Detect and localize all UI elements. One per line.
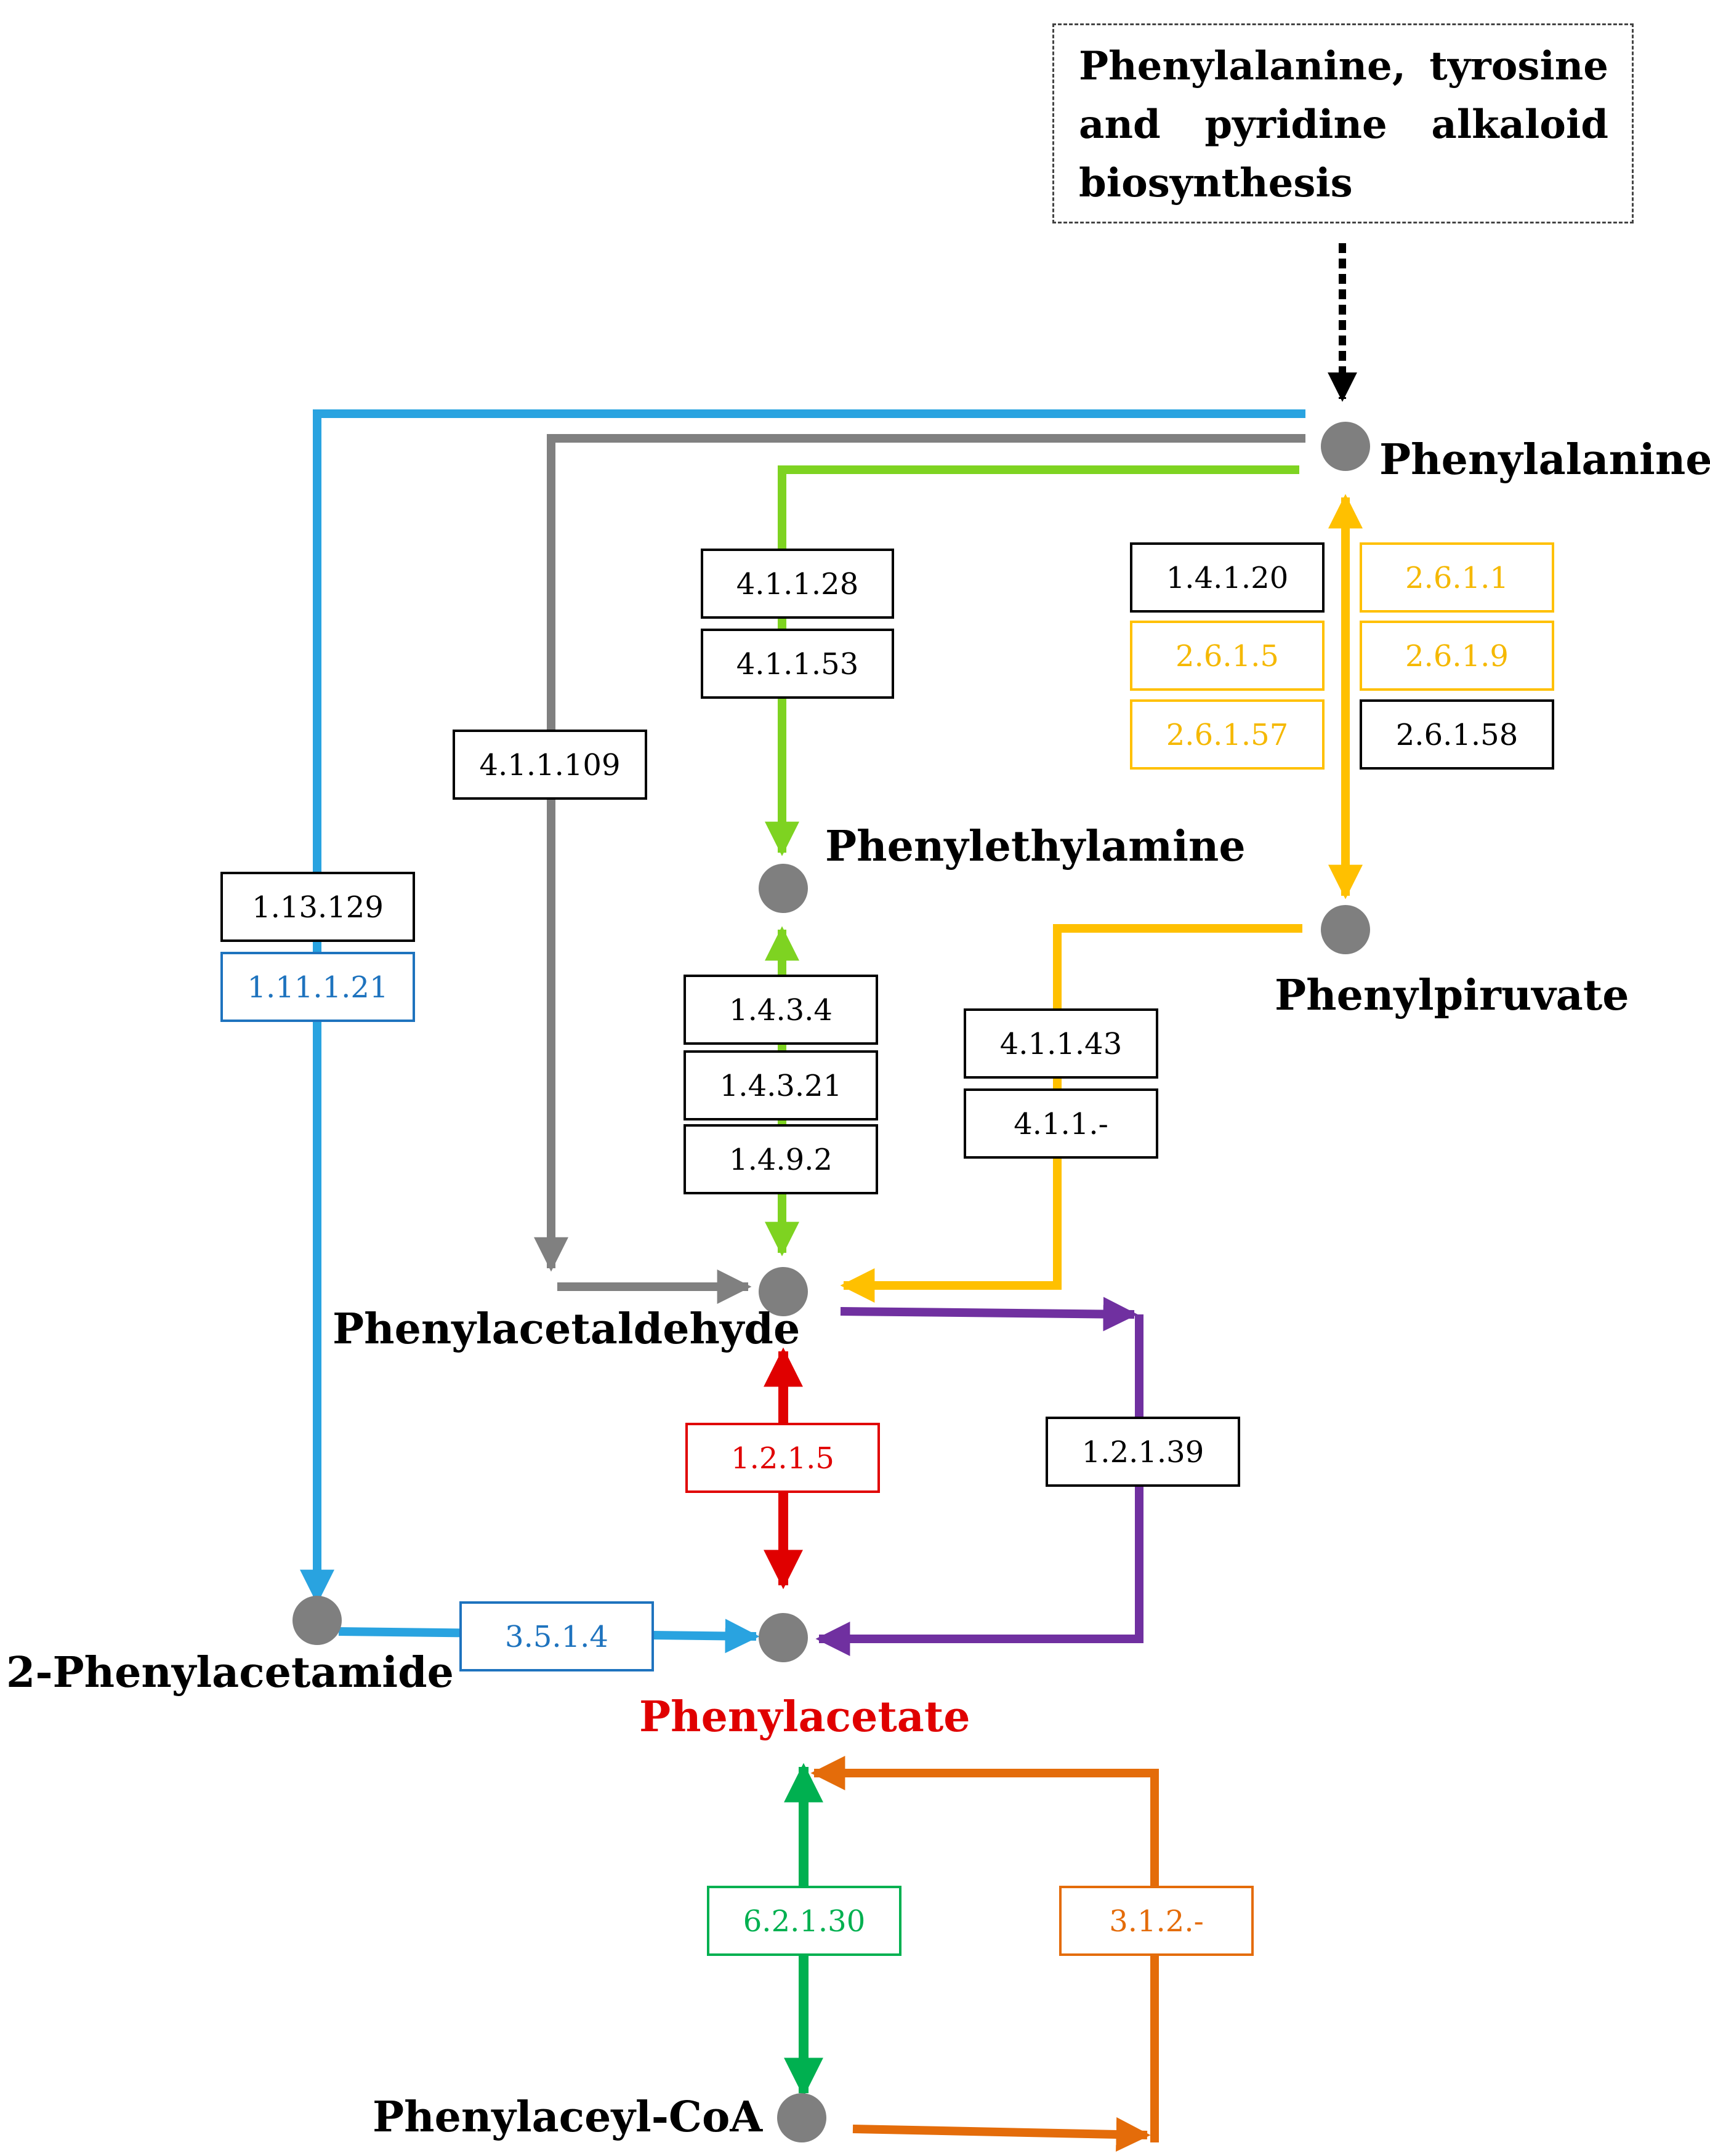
label-phenylpiruvate: Phenylpiruvate <box>1275 971 1629 1020</box>
enzyme-2-6-1-1: 2.6.1.1 <box>1360 542 1554 613</box>
svg-text:4.1.1.28: 4.1.1.28 <box>736 567 858 601</box>
svg-text:6.2.1.30: 6.2.1.30 <box>743 1904 865 1939</box>
enzyme-1-4-1-20: 1.4.1.20 <box>1130 542 1325 613</box>
label-phenylaceyl-coa: Phenylaceyl-CoA <box>373 2093 763 2142</box>
enzyme-4-1-1-109: 4.1.1.109 <box>453 730 647 800</box>
enzyme-1-2-1-5: 1.2.1.5 <box>685 1423 880 1493</box>
label-phenylacetaldehyde: Phenylacetaldehyde <box>333 1305 800 1354</box>
label-phenylethylamine: Phenylethylamine <box>825 822 1246 871</box>
svg-text:4.1.1.53: 4.1.1.53 <box>736 647 858 682</box>
enzyme-1-11-1-21: 1.11.1.21 <box>220 952 415 1022</box>
node-phenylethylamine <box>759 864 808 913</box>
svg-text:3.5.1.4: 3.5.1.4 <box>505 1620 608 1654</box>
enzyme-1-4-9-2: 1.4.9.2 <box>684 1124 878 1194</box>
svg-text:4.1.1.-: 4.1.1.- <box>1014 1107 1108 1141</box>
enzyme-1-2-1-39: 1.2.1.39 <box>1046 1417 1240 1487</box>
source-pathway-label: Phenylalanine, tyrosine and pyridine alk… <box>1079 43 1608 206</box>
enzyme-1-4-3-4: 1.4.3.4 <box>684 975 878 1045</box>
gray-pathway-line <box>534 434 1305 1272</box>
label-phenylalanine: Phenylalanine <box>1379 435 1710 485</box>
enzyme-3-1-2-dash: 3.1.2.- <box>1059 1886 1254 1956</box>
svg-text:2.6.1.57: 2.6.1.57 <box>1166 718 1288 752</box>
node-phenylacetate <box>759 1613 808 1662</box>
svg-text:1.2.1.39: 1.2.1.39 <box>1082 1435 1204 1470</box>
enzyme-6-2-1-30: 6.2.1.30 <box>707 1886 901 1956</box>
label-phenylacetamide: 2-Phenylacetamide <box>6 1648 454 1697</box>
lightgreen-decarboxylation-line <box>765 465 1299 856</box>
orange-line-bottom <box>852 2117 1151 2152</box>
enzyme-4-1-1-53: 4.1.1.53 <box>701 629 894 699</box>
svg-text:1.2.1.5: 1.2.1.5 <box>731 1441 834 1476</box>
enzyme-1-4-3-21: 1.4.3.21 <box>684 1050 878 1120</box>
svg-text:4.1.1.43: 4.1.1.43 <box>1000 1027 1122 1061</box>
svg-text:1.13.129: 1.13.129 <box>252 890 384 925</box>
svg-text:1.11.1.21: 1.11.1.21 <box>247 970 388 1005</box>
enzyme-2-6-1-57: 2.6.1.57 <box>1130 699 1325 770</box>
blue-pathway-line <box>300 409 1305 1604</box>
svg-text:2.6.1.9: 2.6.1.9 <box>1405 639 1509 674</box>
label-phenylacetate: Phenylacetate <box>639 1692 970 1742</box>
node-phenylacetaldehyde <box>759 1267 808 1316</box>
svg-text:1.4.9.2: 1.4.9.2 <box>729 1143 833 1177</box>
enzyme-1-13-129: 1.13.129 <box>220 872 415 942</box>
svg-text:1.4.3.4: 1.4.3.4 <box>729 993 833 1028</box>
svg-text:4.1.1.109: 4.1.1.109 <box>479 748 620 782</box>
orange-line-up <box>810 1756 1159 2142</box>
purple-line-top <box>840 1297 1138 1332</box>
svg-text:1.4.3.21: 1.4.3.21 <box>720 1069 842 1103</box>
node-phenylpiruvate <box>1321 905 1370 954</box>
svg-text:2.6.1.1: 2.6.1.1 <box>1405 561 1509 595</box>
enzyme-4-1-1-28: 4.1.1.28 <box>701 549 894 619</box>
svg-text:2.6.1.5: 2.6.1.5 <box>1176 639 1279 674</box>
svg-text:3.1.2.-: 3.1.2.- <box>1109 1904 1204 1939</box>
svg-text:2.6.1.58: 2.6.1.58 <box>1396 718 1518 752</box>
enzyme-4-1-1-43: 4.1.1.43 <box>964 1008 1158 1079</box>
source-pathway-box <box>1052 23 1634 223</box>
enzyme-4-1-1-dash: 4.1.1.- <box>964 1088 1158 1159</box>
svg-text:1.4.1.20: 1.4.1.20 <box>1166 561 1288 595</box>
enzyme-2-6-1-5: 2.6.1.5 <box>1130 621 1325 691</box>
enzyme-3-5-1-4: 3.5.1.4 <box>459 1601 654 1671</box>
node-phenylaceyl-coa <box>777 2093 826 2142</box>
node-phenylacetamide <box>292 1596 342 1645</box>
enzyme-2-6-1-58: 2.6.1.58 <box>1360 699 1554 770</box>
node-phenylalanine <box>1321 422 1370 471</box>
enzyme-2-6-1-9: 2.6.1.9 <box>1360 621 1554 691</box>
